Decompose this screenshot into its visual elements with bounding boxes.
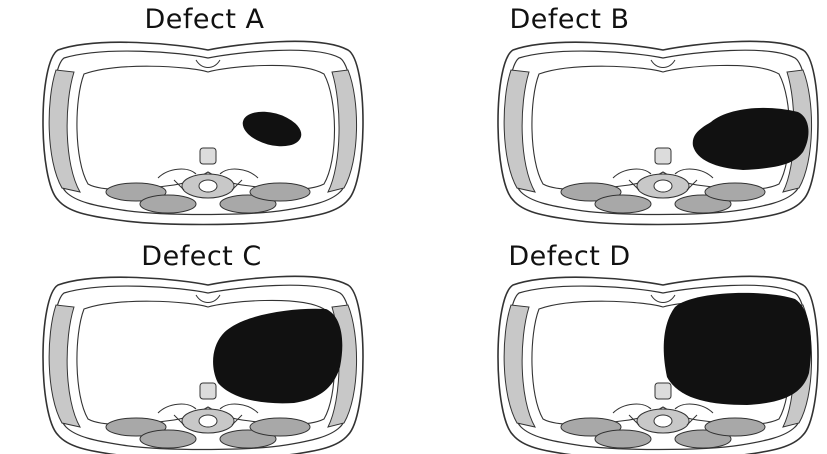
panel-defect-c: Defect C: [0, 227, 413, 454]
panel-defect-b: Defect B: [413, 0, 826, 227]
thorax-cross-section-diagram: [0, 227, 413, 454]
thorax-cross-section-diagram: [0, 0, 413, 227]
thorax-cross-section-diagram: [413, 227, 826, 454]
panel-defect-d: Defect D: [413, 227, 826, 454]
thorax-cross-section-diagram: [413, 0, 826, 227]
panel-defect-a: Defect A: [0, 0, 413, 227]
defect-region: [664, 293, 811, 405]
